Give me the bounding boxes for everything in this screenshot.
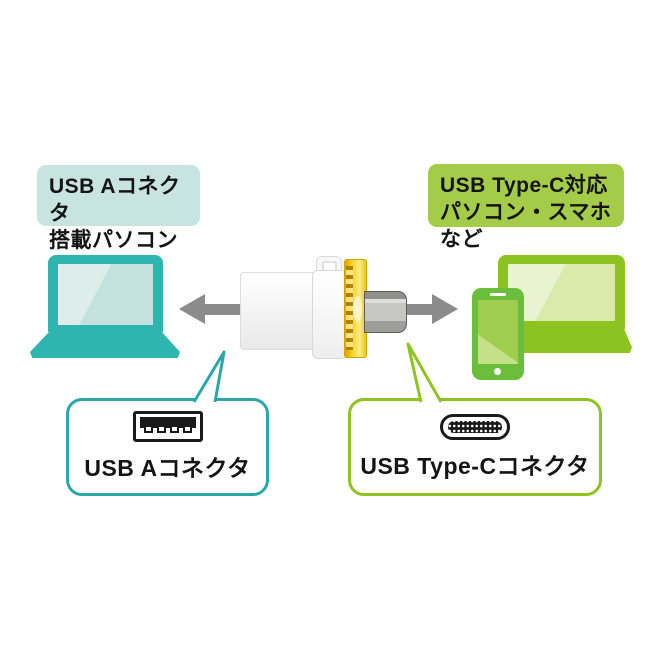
usb-c-devices-label-line1: USB Type-C対応 <box>440 174 608 197</box>
teal-laptop-display <box>58 264 153 325</box>
usb-a-pc-label-line2: 搭載パソコン <box>49 229 178 252</box>
right-arrow-icon <box>432 294 458 324</box>
usb-type-c-plug <box>364 291 407 333</box>
green-laptop-display <box>508 264 615 321</box>
usb-type-c-port-icon <box>440 413 510 440</box>
right-arrow-shaft <box>404 304 435 315</box>
usb-c-devices-label: USB Type-C対応 パソコン・スマホなど <box>428 164 624 251</box>
usb-type-c-connector-callout: USB Type-Cコネクタ <box>348 398 602 496</box>
usb-memory-contact-stripes <box>346 266 353 350</box>
usb-a-connector-label: USB Aコネクタ <box>84 455 251 481</box>
usb-a-pin <box>169 425 179 433</box>
smartphone-home-button <box>494 368 501 375</box>
left-callout-tail <box>192 350 226 403</box>
usb-type-c-port-pins <box>448 420 502 433</box>
smartphone-screen <box>478 300 518 364</box>
teal-laptop-base <box>30 333 180 358</box>
usb-a-connector-callout: USB Aコネクタ <box>66 398 269 496</box>
right-callout-tail <box>406 342 443 403</box>
smartphone-speaker <box>490 293 506 296</box>
left-arrow-shaft <box>204 304 242 315</box>
left-arrow-icon <box>179 294 205 324</box>
usb-a-pin <box>182 425 192 433</box>
usb-memory-cap-collar <box>312 270 347 359</box>
green-smartphone-illustration <box>472 288 524 380</box>
usb-type-c-connector-label: USB Type-Cコネクタ <box>360 452 590 479</box>
usb-a-port-icon <box>132 411 203 442</box>
usb-memory-highlight <box>353 296 362 322</box>
teal-laptop-screen <box>48 255 163 333</box>
usb-memory-white-body <box>240 272 315 350</box>
usb-a-pin <box>156 425 166 433</box>
usb-a-pin <box>143 425 153 433</box>
usb-a-pc-label-line1: USB Aコネクタ <box>49 175 181 225</box>
usb-a-pc-label: USB Aコネクタ 搭載パソコン <box>37 165 200 252</box>
usb-a-port-tongue <box>139 417 196 428</box>
usb-c-devices-label-line2: パソコン・スマホなど <box>440 201 612 251</box>
